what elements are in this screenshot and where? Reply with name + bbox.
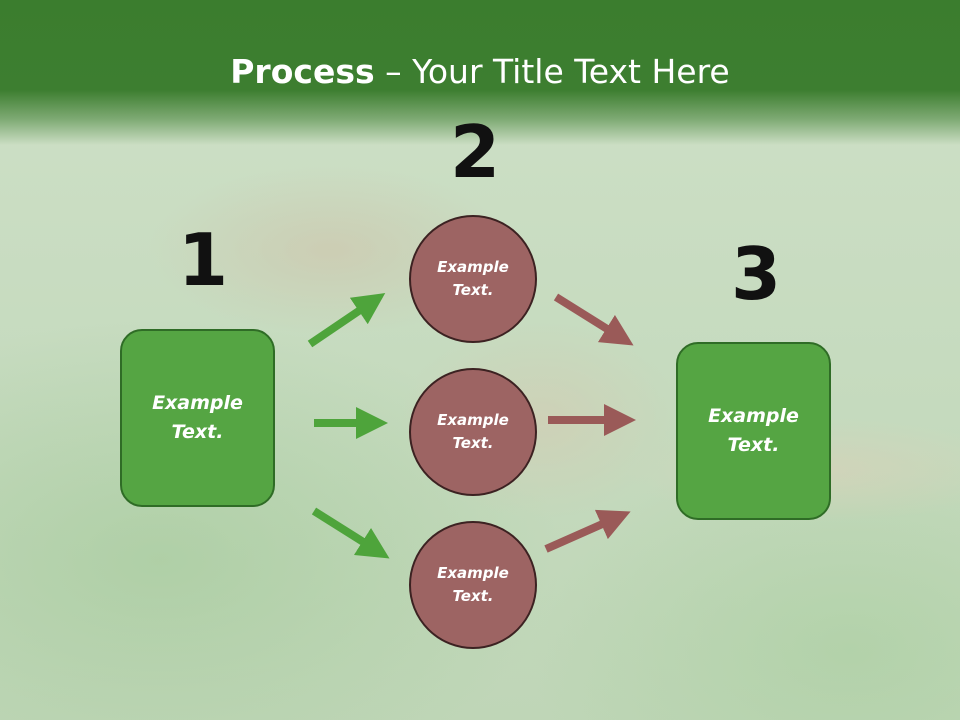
title-separator: – <box>374 52 413 91</box>
slide-title: Process – Your Title Text Here <box>0 52 960 91</box>
step-3-box: Example Text. <box>676 342 831 520</box>
step-3-text: Example Text. <box>708 405 799 456</box>
circle-bottom-text: Example Text. <box>437 564 509 605</box>
circle-middle-text: Example Text. <box>437 411 509 452</box>
step-number-2: 2 <box>450 110 501 194</box>
circle-top-text: Example Text. <box>437 258 509 299</box>
circle-bottom: Example Text. <box>409 521 537 649</box>
arrow-green-down <box>311 507 390 559</box>
circle-top: Example Text. <box>409 215 537 343</box>
circle-middle: Example Text. <box>409 368 537 496</box>
title-rest: Your Title Text Here <box>412 52 730 91</box>
step-1-box: Example Text. <box>120 329 275 507</box>
title-bold: Process <box>230 52 375 91</box>
step-number-3: 3 <box>731 232 782 316</box>
step-1-text: Example Text. <box>152 392 243 443</box>
arrow-brown-down <box>553 293 634 346</box>
arrow-green-up <box>307 293 386 348</box>
arrow-brown-up <box>544 509 631 553</box>
title-bar <box>0 0 960 145</box>
step-number-1: 1 <box>178 218 229 302</box>
